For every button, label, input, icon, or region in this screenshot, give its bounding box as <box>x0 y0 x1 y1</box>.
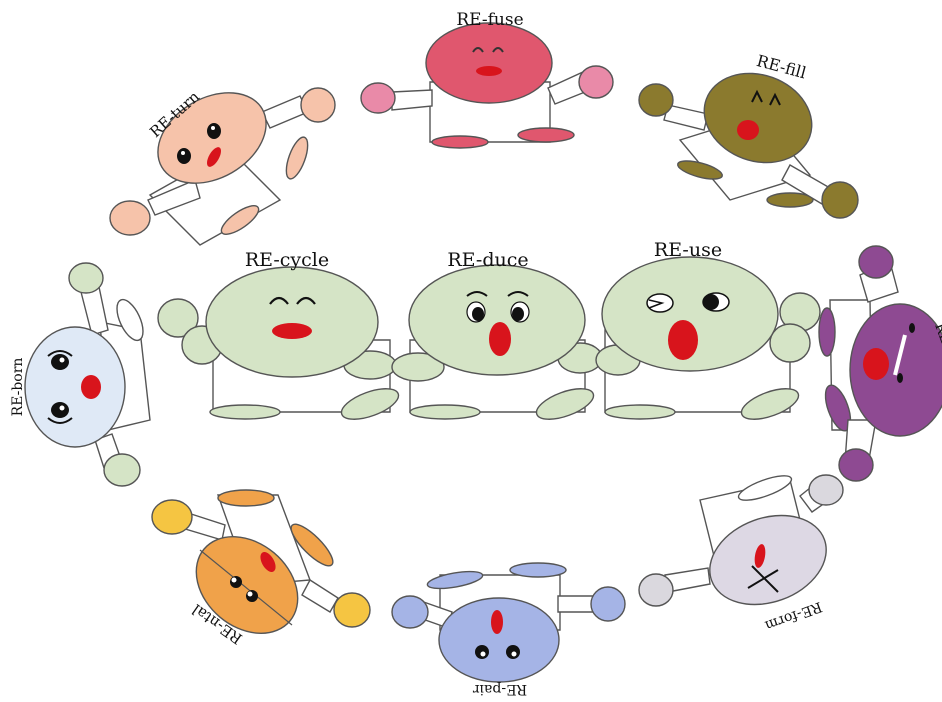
character-reuse: RE-use <box>602 239 778 371</box>
label-reborn: RE-born <box>10 358 26 417</box>
label-repair: RE-pair <box>473 681 528 697</box>
character-reform: RE-form <box>639 471 843 634</box>
character-reduce: RE-duce <box>409 249 585 375</box>
reborn-head <box>25 327 125 447</box>
character-refuse: RE-fuse <box>361 10 613 148</box>
character-rent: RE-nt <box>819 246 942 481</box>
character-return: RE-turn <box>110 74 335 245</box>
repair-head <box>439 598 559 682</box>
reduce-head <box>409 265 585 375</box>
character-reborn: RE-born <box>10 263 150 486</box>
label-reduce: RE-duce <box>447 249 528 271</box>
label-refuse: RE-fuse <box>456 10 523 30</box>
central-group: RE-cycle RE-duce RE-use <box>158 239 820 426</box>
character-rental: RE-ntal <box>152 490 370 653</box>
character-refill: RE-fill <box>639 51 858 218</box>
character-recycle: RE-cycle <box>206 249 378 377</box>
label-reuse: RE-use <box>654 239 722 261</box>
label-reform: RE-form <box>763 598 824 633</box>
refuse-head <box>426 23 552 103</box>
label-recycle: RE-cycle <box>245 249 329 271</box>
recycle-head <box>206 267 378 377</box>
character-repair: RE-pair <box>392 563 625 697</box>
